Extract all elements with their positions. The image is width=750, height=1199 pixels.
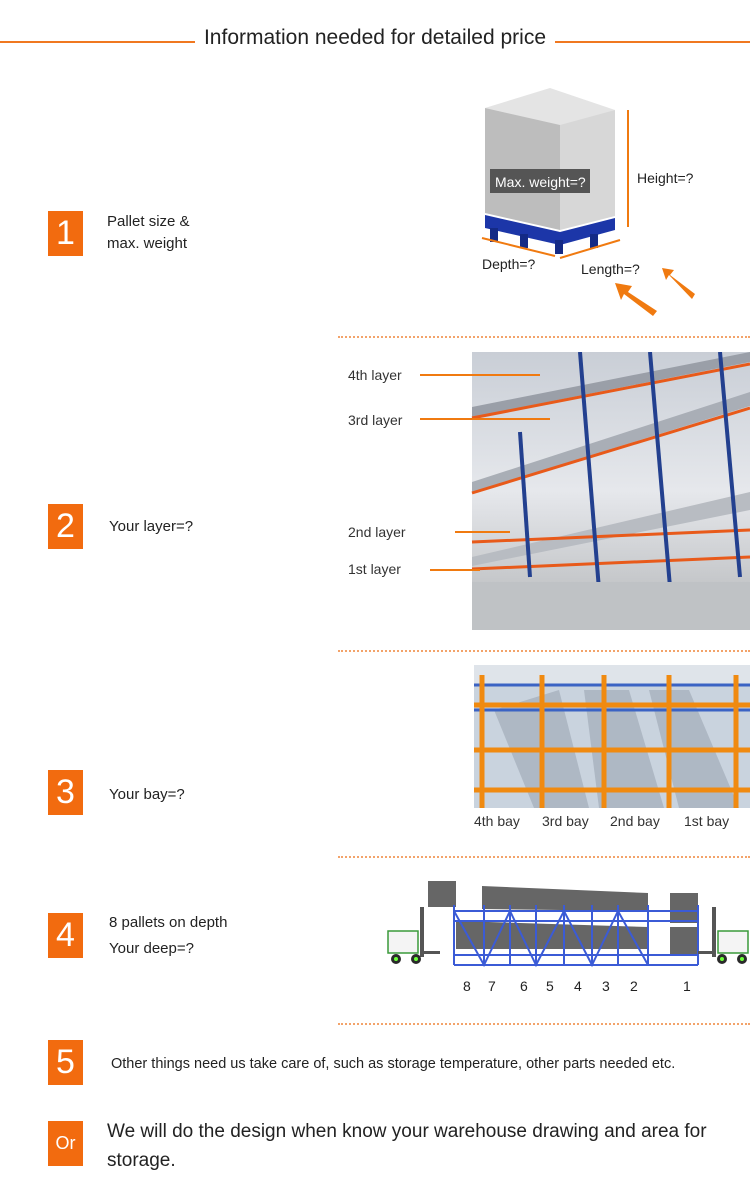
- layer-label-4: 4th layer: [348, 367, 402, 383]
- bay-label-3: 3rd bay: [542, 813, 589, 829]
- depth-position-8: 8: [463, 978, 471, 994]
- step-4-label-line2: Your deep=?: [109, 940, 194, 957]
- section-header: Information needed for detailed price: [0, 22, 750, 58]
- page-title: Information needed for detailed price: [195, 26, 555, 49]
- layer-label-3: 3rd layer: [348, 412, 403, 428]
- arrow-icon: [615, 268, 695, 316]
- bay-label-2: 2nd bay: [610, 813, 660, 829]
- or-badge: Or: [48, 1121, 83, 1166]
- length-text: Length=?: [581, 261, 640, 277]
- step-1-label-line1: Pallet size &: [107, 213, 190, 230]
- step-number-4: 4: [48, 913, 83, 958]
- bay-label-4: 4th bay: [474, 813, 520, 829]
- depth-dim-line: [481, 237, 556, 257]
- bay-rack-photo: [474, 665, 750, 808]
- layer-label-1: 1st layer: [348, 561, 401, 577]
- layer-rack-photo: [420, 352, 750, 630]
- depth-position-7: 7: [488, 978, 496, 994]
- step-number-2: 2: [48, 504, 83, 549]
- step-1-label: Pallet size & max. weight: [107, 211, 190, 255]
- depth-position-6: 6: [520, 978, 528, 994]
- header-rule-left: [0, 41, 195, 43]
- divider: [338, 856, 750, 858]
- depth-position-4: 4: [574, 978, 582, 994]
- length-dim-line: [559, 239, 621, 259]
- step-number-1: 1: [48, 211, 83, 256]
- step-3-label: Your bay=?: [109, 786, 185, 803]
- depth-rack-diagram: [387, 881, 749, 968]
- depth-position-1: 1: [683, 978, 691, 994]
- height-text: Height=?: [637, 170, 694, 186]
- max-weight-text: Max. weight=?: [495, 174, 586, 190]
- step-number-3: 3: [48, 770, 83, 815]
- pallet-base: [485, 215, 615, 245]
- layer-label-2: 2nd layer: [348, 524, 406, 540]
- divider: [338, 1023, 750, 1025]
- bay-label-1: 1st bay: [684, 813, 730, 829]
- divider: [338, 650, 750, 652]
- or-text-line1: We will do the design when know your war…: [107, 1121, 707, 1142]
- step-4-label: 8 pallets on depth Your deep=?: [109, 910, 227, 962]
- depth-position-3: 3: [602, 978, 610, 994]
- step-5-label: Other things need us take care of, such …: [111, 1056, 676, 1072]
- or-text: We will do the design when know your war…: [107, 1117, 707, 1175]
- divider: [338, 336, 750, 338]
- step-4-label-line1: 8 pallets on depth: [109, 914, 228, 931]
- or-text-line2: storage.: [107, 1150, 176, 1171]
- depth-text: Depth=?: [482, 256, 536, 272]
- header-rule-right: [555, 41, 750, 43]
- pallet-illustration: Max. weight=? Height=? Depth=? Length=?: [481, 88, 695, 316]
- forklift-icon-right: [698, 907, 749, 964]
- step-number-5: 5: [48, 1040, 83, 1085]
- depth-position-2: 2: [630, 978, 638, 994]
- forklift-icon-left: [387, 907, 440, 964]
- step-2-label: Your layer=?: [109, 518, 194, 535]
- max-weight-tag: [490, 169, 590, 193]
- step-1-label-line2: max. weight: [107, 235, 188, 252]
- depth-position-5: 5: [546, 978, 554, 994]
